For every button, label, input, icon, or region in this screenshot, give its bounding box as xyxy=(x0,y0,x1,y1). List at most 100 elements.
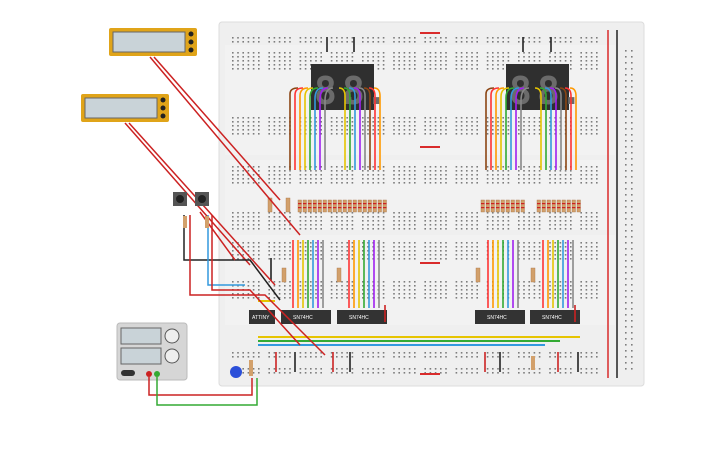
breadboard-hole[interactable] xyxy=(351,220,354,222)
breadboard-hole[interactable] xyxy=(403,37,406,39)
breadboard-hole[interactable] xyxy=(460,368,463,370)
breadboard-hole[interactable] xyxy=(289,372,291,374)
breadboard-hole[interactable] xyxy=(367,372,369,374)
breadboard-hole[interactable] xyxy=(367,293,369,295)
breadboard-hole[interactable] xyxy=(372,352,374,354)
breadboard-hole[interactable] xyxy=(455,121,458,123)
breadboard-hole[interactable] xyxy=(289,37,291,39)
breadboard-hole[interactable] xyxy=(330,117,333,119)
breadboard-hole[interactable] xyxy=(440,352,442,354)
rail-hole[interactable] xyxy=(625,284,627,286)
breadboard-hole[interactable] xyxy=(252,281,255,283)
breadboard-hole[interactable] xyxy=(346,52,348,54)
rail-hole[interactable] xyxy=(631,356,633,358)
breadboard-hole[interactable] xyxy=(528,133,530,135)
breadboard-hole[interactable] xyxy=(471,293,473,295)
breadboard-hole[interactable] xyxy=(507,228,510,230)
breadboard-hole[interactable] xyxy=(393,285,395,287)
breadboard-hole[interactable] xyxy=(330,281,333,283)
breadboard-hole[interactable] xyxy=(336,60,338,62)
breadboard-hole[interactable] xyxy=(320,293,322,295)
rail-hole[interactable] xyxy=(631,236,633,238)
breadboard-hole[interactable] xyxy=(346,216,348,218)
breadboard-hole[interactable] xyxy=(310,356,312,358)
breadboard-hole[interactable] xyxy=(242,372,244,374)
breadboard-hole[interactable] xyxy=(486,216,489,218)
breadboard-hole[interactable] xyxy=(538,60,541,62)
breadboard-hole[interactable] xyxy=(278,52,281,54)
breadboard-hole[interactable] xyxy=(299,281,302,283)
breadboard-hole[interactable] xyxy=(304,250,307,252)
breadboard-hole[interactable] xyxy=(590,242,593,244)
breadboard-hole[interactable] xyxy=(247,121,250,123)
breadboard-hole[interactable] xyxy=(237,224,239,226)
breadboard-hole[interactable] xyxy=(367,178,369,180)
breadboard-hole[interactable] xyxy=(268,52,270,54)
breadboard-hole[interactable] xyxy=(398,178,400,180)
breadboard-hole[interactable] xyxy=(247,166,250,168)
breadboard-hole[interactable] xyxy=(341,178,343,180)
breadboard-hole[interactable] xyxy=(429,170,432,172)
breadboard-hole[interactable] xyxy=(341,212,343,214)
breadboard-hole[interactable] xyxy=(403,56,406,58)
breadboard-hole[interactable] xyxy=(486,125,489,127)
breadboard-hole[interactable] xyxy=(315,356,317,358)
breadboard-hole[interactable] xyxy=(310,68,312,70)
rail-hole[interactable] xyxy=(631,290,633,292)
breadboard-hole[interactable] xyxy=(460,182,463,184)
breadboard-hole[interactable] xyxy=(398,68,400,70)
rail-hole[interactable] xyxy=(631,272,633,274)
breadboard-hole[interactable] xyxy=(570,68,572,70)
breadboard-hole[interactable] xyxy=(538,285,541,287)
rail-hole[interactable] xyxy=(625,92,627,94)
breadboard-hole[interactable] xyxy=(434,297,437,299)
breadboard-hole[interactable] xyxy=(346,60,348,62)
breadboard-hole[interactable] xyxy=(424,250,426,252)
breadboard-hole[interactable] xyxy=(460,242,463,244)
breadboard-hole[interactable] xyxy=(273,178,276,180)
breadboard-hole[interactable] xyxy=(299,60,302,62)
rail-hole[interactable] xyxy=(625,338,627,340)
breadboard-hole[interactable] xyxy=(289,293,291,295)
breadboard-hole[interactable] xyxy=(445,174,447,176)
breadboard-hole[interactable] xyxy=(393,289,395,291)
breadboard-hole[interactable] xyxy=(528,368,530,370)
breadboard-hole[interactable] xyxy=(320,212,322,214)
breadboard-hole[interactable] xyxy=(486,52,489,54)
breadboard-hole[interactable] xyxy=(486,166,489,168)
breadboard-hole[interactable] xyxy=(382,117,385,119)
breadboard-hole[interactable] xyxy=(559,293,562,295)
breadboard-hole[interactable] xyxy=(460,212,463,214)
breadboard-hole[interactable] xyxy=(523,293,525,295)
breadboard-hole[interactable] xyxy=(278,246,281,248)
breadboard-hole[interactable] xyxy=(377,129,380,131)
breadboard-hole[interactable] xyxy=(310,289,312,291)
breadboard-hole[interactable] xyxy=(440,250,442,252)
breadboard-hole[interactable] xyxy=(242,212,244,214)
breadboard-hole[interactable] xyxy=(284,297,286,299)
rail-hole[interactable] xyxy=(625,230,627,232)
breadboard-hole[interactable] xyxy=(341,250,343,252)
breadboard-hole[interactable] xyxy=(518,224,520,226)
breadboard-hole[interactable] xyxy=(424,220,426,222)
breadboard-hole[interactable] xyxy=(518,178,520,180)
breadboard-hole[interactable] xyxy=(242,356,244,358)
breadboard-hole[interactable] xyxy=(237,166,239,168)
breadboard-hole[interactable] xyxy=(247,37,250,39)
breadboard-hole[interactable] xyxy=(252,254,255,256)
breadboard-hole[interactable] xyxy=(585,170,588,172)
breadboard-hole[interactable] xyxy=(538,254,541,256)
breadboard-hole[interactable] xyxy=(398,224,400,226)
breadboard-hole[interactable] xyxy=(434,220,437,222)
breadboard-hole[interactable] xyxy=(538,372,541,374)
breadboard-hole[interactable] xyxy=(533,56,536,58)
breadboard-hole[interactable] xyxy=(497,178,499,180)
breadboard-hole[interactable] xyxy=(398,60,400,62)
breadboard-hole[interactable] xyxy=(304,368,307,370)
breadboard-hole[interactable] xyxy=(455,117,458,119)
breadboard-hole[interactable] xyxy=(336,117,338,119)
breadboard-hole[interactable] xyxy=(268,170,270,172)
breadboard-hole[interactable] xyxy=(414,125,416,127)
breadboard-hole[interactable] xyxy=(528,41,530,43)
breadboard-hole[interactable] xyxy=(564,368,567,370)
